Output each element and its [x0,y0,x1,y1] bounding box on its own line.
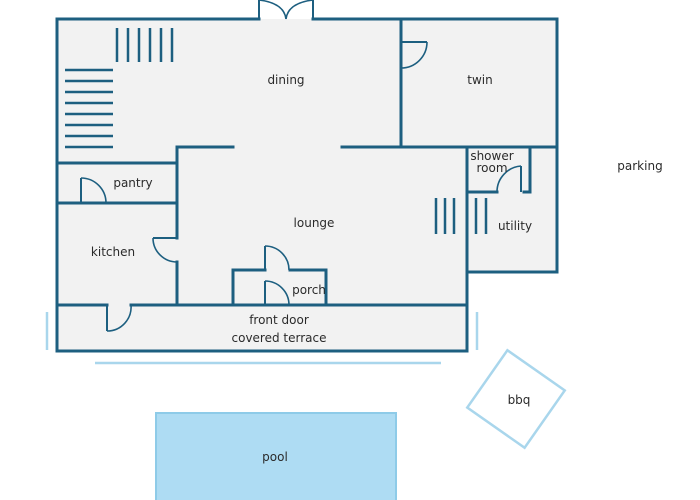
terrace-door [106,304,132,332]
label-pantry: pantry [113,176,152,190]
label-pool: pool [262,450,288,464]
label-kitchen: kitchen [91,245,135,259]
floor-fill [57,19,557,351]
label-front-door: front door [249,313,309,327]
pool [155,412,397,500]
kitchen-door [152,237,178,263]
label-shower: shower [470,149,513,163]
main-double-door [258,0,314,20]
label-lounge: lounge [294,216,335,230]
label-parking: parking [617,159,662,173]
shower-door [496,165,522,193]
walls [55,17,559,353]
label-dining: dining [267,73,304,87]
label-shower-room: room [476,161,507,175]
porch-door-upper [264,245,290,271]
utility-shelves [434,198,488,234]
label-utility: utility [498,219,532,233]
label-porch: porch [292,283,326,297]
twin-door [400,41,428,69]
stairs-horizontal [65,68,113,149]
bbq-area [465,348,567,450]
door-swings [80,0,522,332]
terrace-edges [45,312,479,365]
stairs-vertical [115,28,174,62]
porch-door-lower [264,280,290,306]
label-bbq: bbq [508,393,531,407]
label-twin: twin [467,73,492,87]
pantry-door [80,177,107,204]
label-covered-terrace: covered terrace [232,331,327,345]
